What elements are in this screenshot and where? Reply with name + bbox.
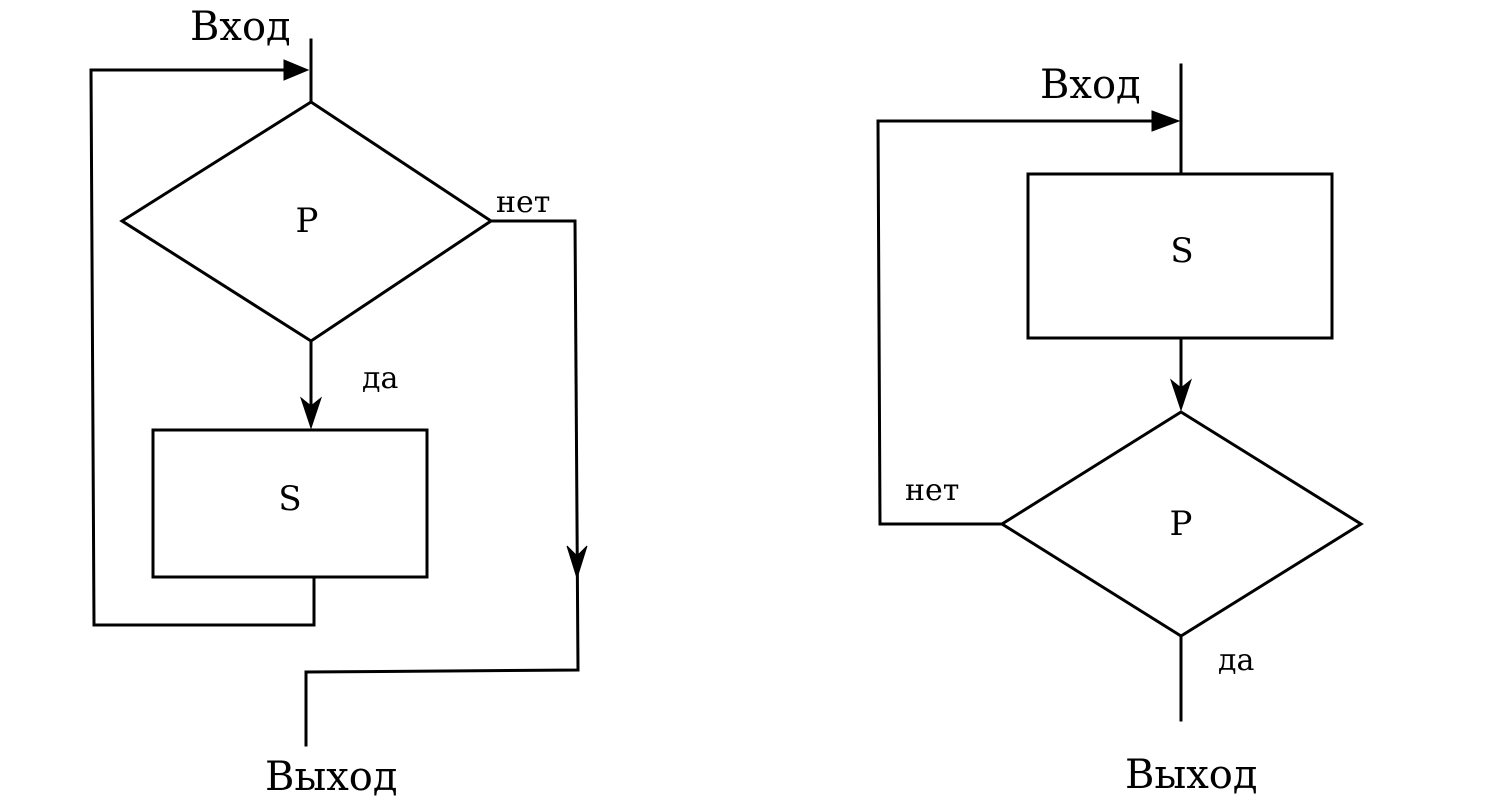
left-loop-back-arrowhead [283, 59, 310, 81]
left-entry-label: Вход [190, 4, 291, 50]
left-no-label: нет [496, 185, 550, 220]
left-yes-label: да [362, 361, 398, 396]
right-action-label: S [1170, 231, 1193, 271]
right-yes-label: да [1218, 643, 1254, 678]
right-no-label: нет [905, 473, 959, 508]
left-no-arrowhead [566, 545, 588, 580]
left-yes-arrowhead [299, 396, 323, 430]
left-loop-back-line [89, 68, 316, 627]
left-exit-label: Выход [265, 754, 398, 800]
left-condition-label: P [296, 201, 319, 241]
left-action-label: S [278, 479, 301, 519]
right-flowchart: S P нет да Вход Выход [876, 62, 1364, 798]
left-no-line [304, 219, 580, 747]
left-flowchart: P да S нет Вход Выход [89, 4, 588, 800]
right-condition-label: P [1170, 504, 1193, 544]
right-action-box [1026, 172, 1334, 340]
right-exit-label: Выход [1125, 752, 1258, 798]
right-loop-back-arrowhead [1151, 110, 1181, 132]
right-action-to-condition-arrowhead [1169, 378, 1193, 412]
right-loop-back-line [876, 119, 1172, 526]
left-action-box [151, 428, 429, 579]
right-entry-label: Вход [1040, 62, 1141, 108]
